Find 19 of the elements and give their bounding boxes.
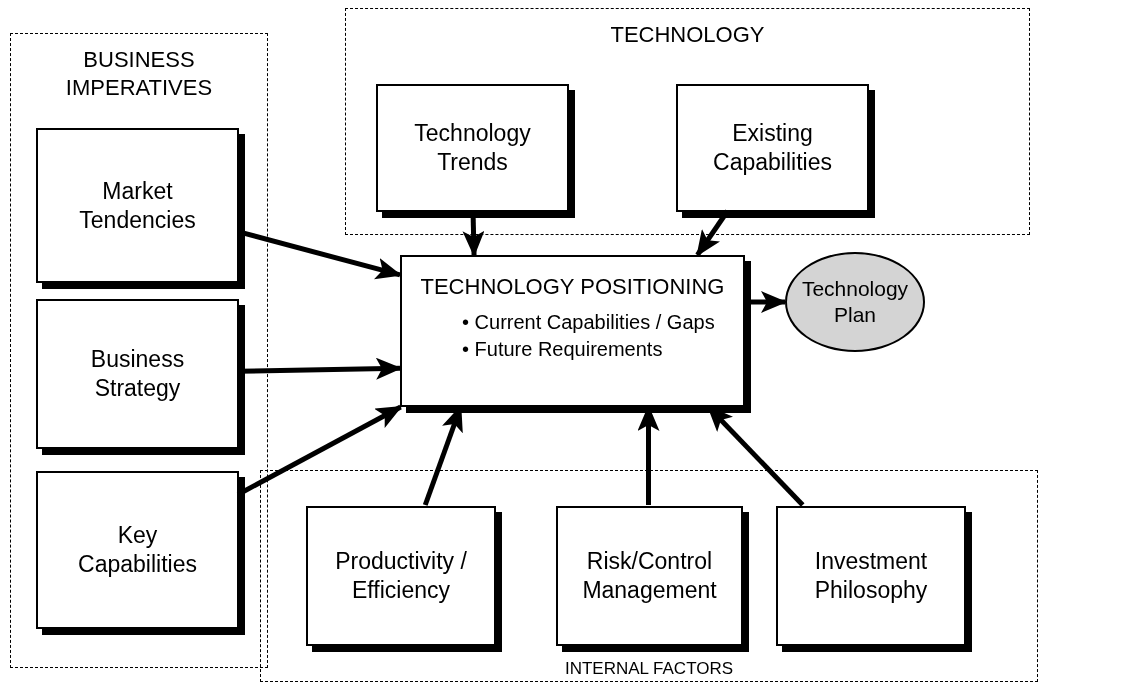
node-label: Technology Trends [413,119,532,177]
dashed-group-frame [345,8,1030,235]
node-label: Market Tendencies [78,176,197,235]
node-label: Productivity / Efficiency [334,547,468,605]
node-label: Technology Plan [800,275,910,328]
arrow [236,404,403,497]
dashed-group-frame [10,33,268,668]
node-label: Existing Capabilities [712,119,833,177]
group-title: BUSINESS IMPERATIVES [64,46,214,101]
node-label: Business Strategy [89,345,186,403]
bullet-item: • Future Requirements [462,337,663,362]
node-label: Risk/Control Management [581,547,718,605]
node-label: Key Capabilities [77,521,198,579]
box-heading: TECHNOLOGY POSITIONING [420,273,725,301]
node-label: Investment Philosophy [813,547,929,605]
group-title: INTERNAL FACTORS [564,657,734,679]
group-title: TECHNOLOGY [609,21,766,49]
bullet-item: • Current Capabilities / Gaps [462,309,715,335]
dashed-group-frame [260,470,1038,682]
